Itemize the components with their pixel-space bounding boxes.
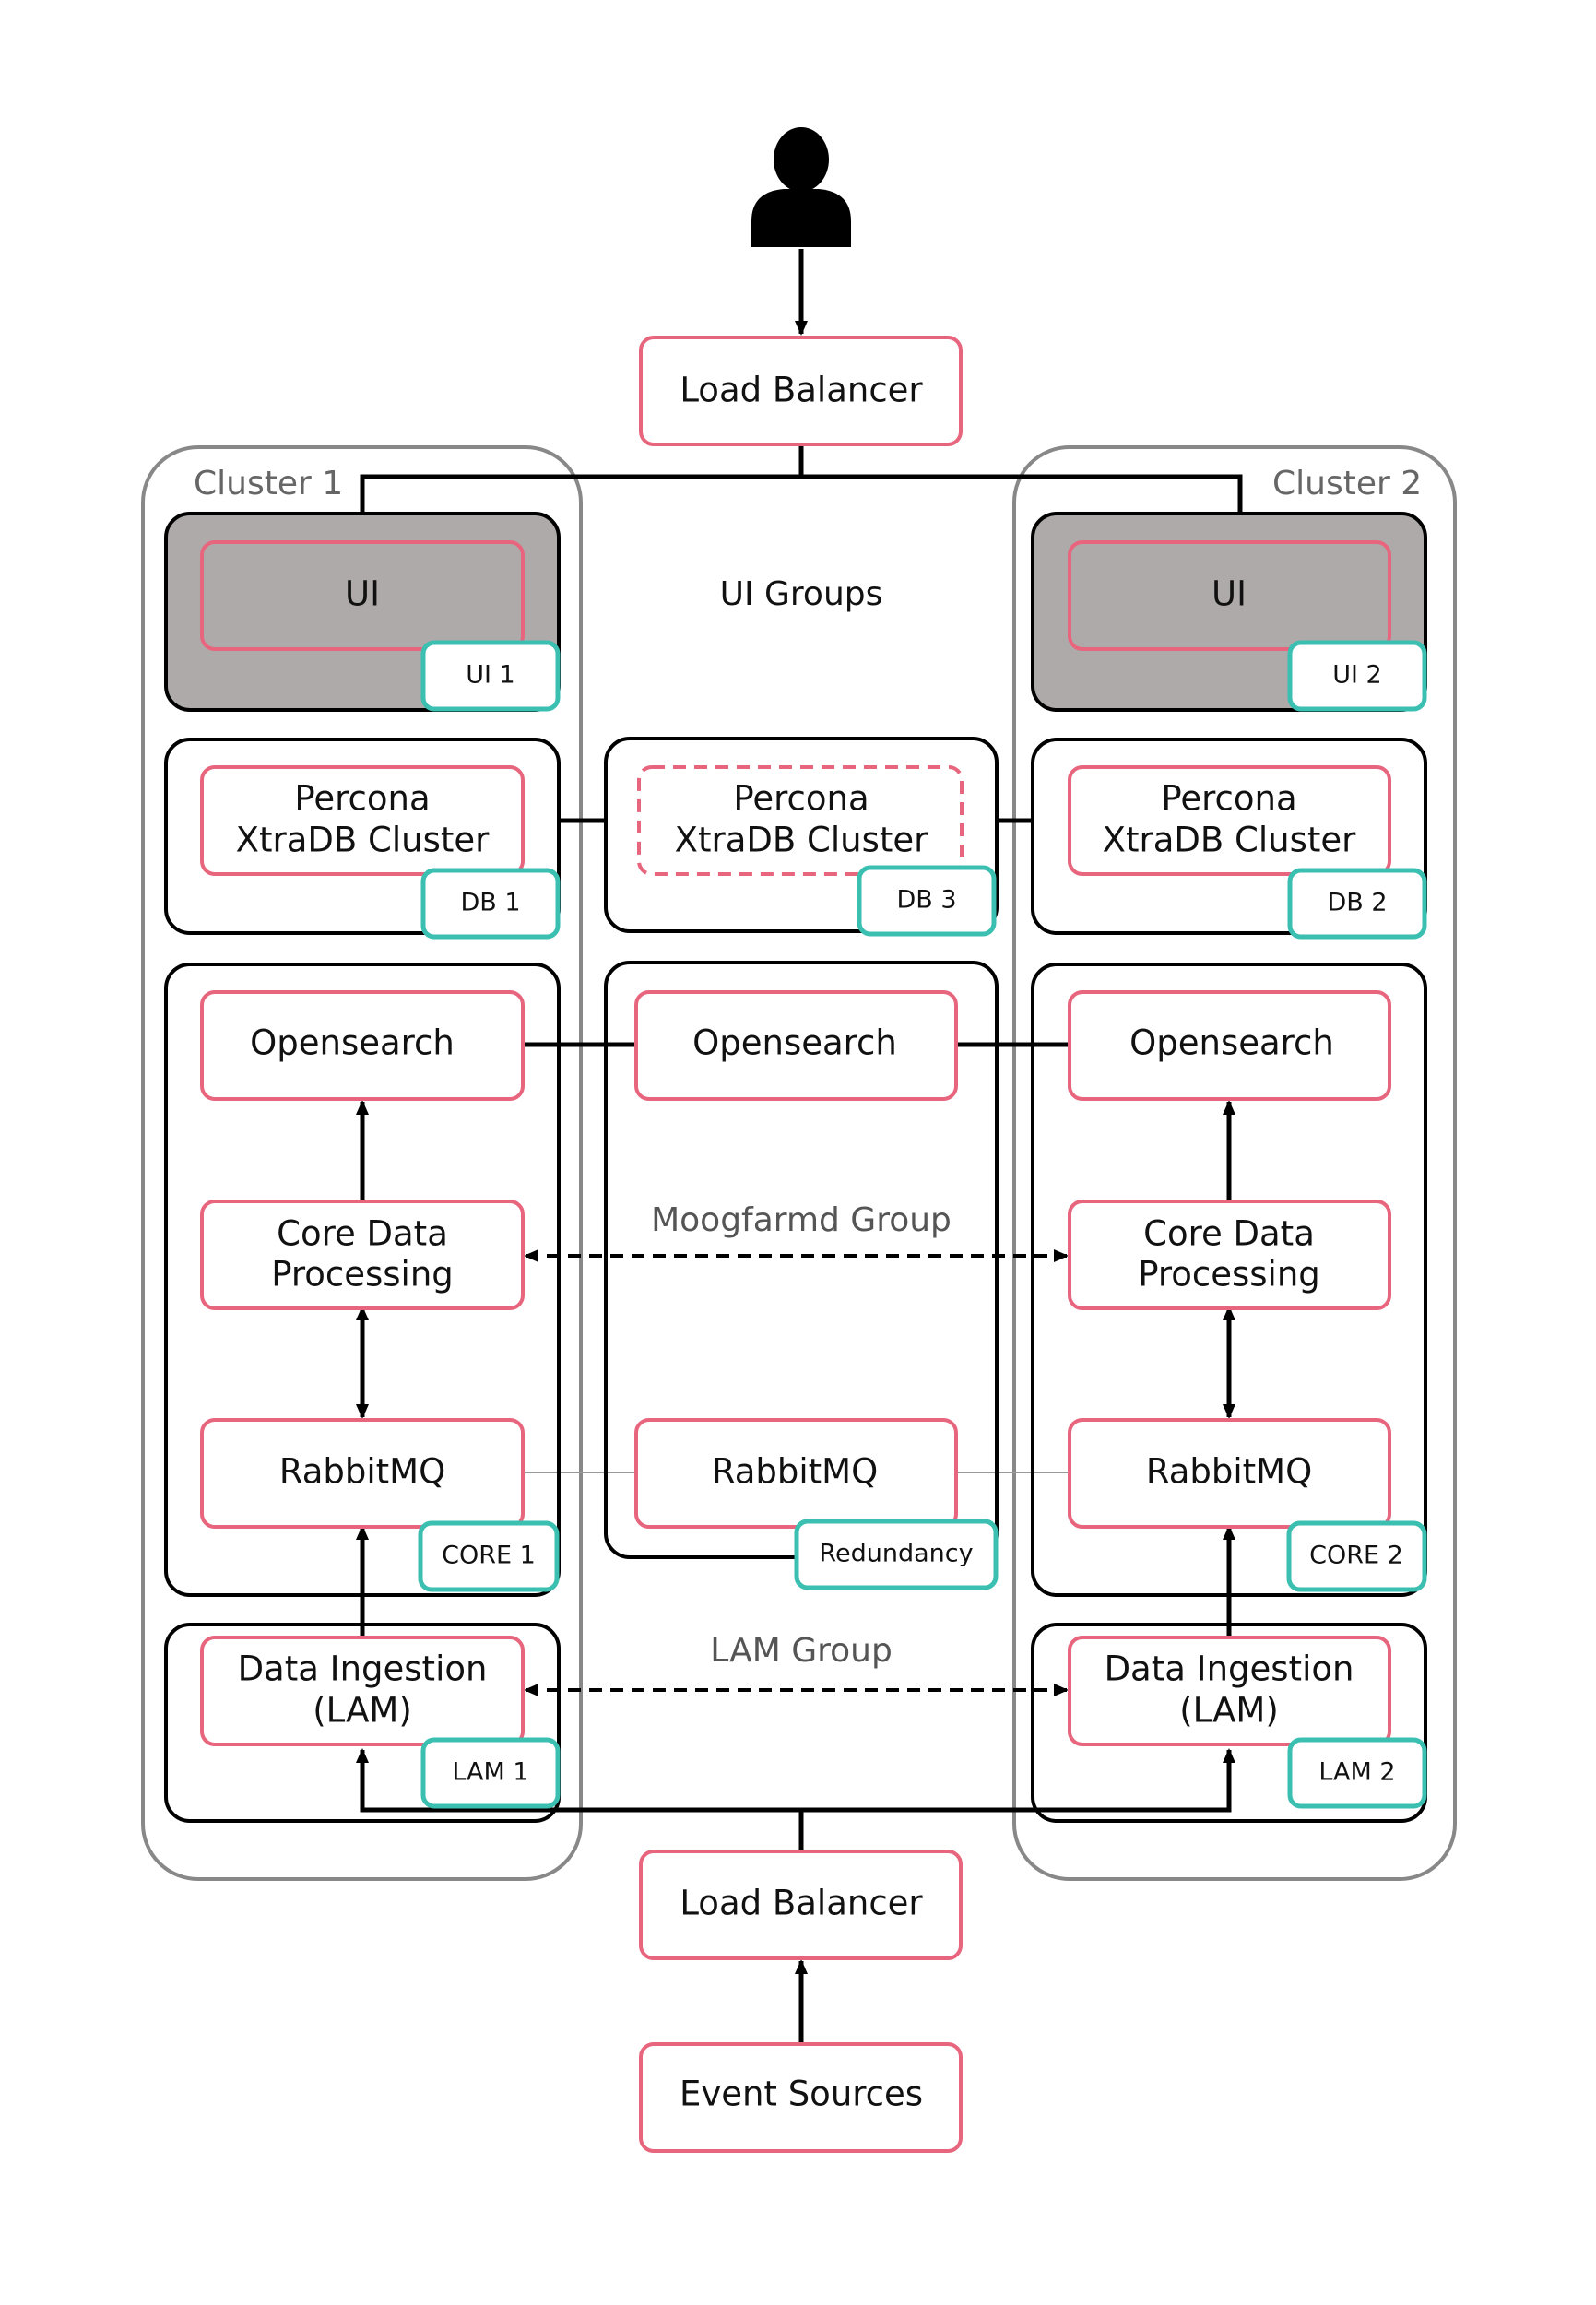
- db3-line2: XtraDB Cluster: [675, 821, 928, 860]
- tag-core-1: CORE 1: [418, 1520, 560, 1592]
- opensearch-2: [1068, 990, 1391, 1101]
- event-sources-label: Event Sources: [680, 2074, 923, 2114]
- tag-ui-2: UI 2: [1287, 640, 1427, 712]
- core1-line2: Processing: [271, 1255, 454, 1294]
- rabbitmq-1: [200, 1418, 525, 1529]
- tag-core-2-label: CORE 2: [1309, 1542, 1403, 1570]
- opensearch-2-label: Opensearch: [1129, 1023, 1334, 1063]
- opensearch-1-label: Opensearch: [250, 1023, 455, 1063]
- lam2-line1: Data Ingestion: [1105, 1649, 1354, 1689]
- tag-lam-2-label: LAM 2: [1318, 1758, 1395, 1787]
- rabbitmq-1-label: RabbitMQ: [279, 1452, 445, 1492]
- cluster-2-outline: [1012, 445, 1457, 1881]
- rabbitmq-2: [1068, 1418, 1391, 1529]
- top-load-balancer-label: Load Balancer: [680, 371, 923, 410]
- opensearch-3-label: Opensearch: [692, 1023, 897, 1063]
- tag-lam-1: LAM 1: [420, 1737, 561, 1809]
- tag-ui-1: UI 1: [420, 640, 561, 712]
- lb-to-lam1-connector: [356, 1748, 801, 1813]
- core-group-2: [1031, 963, 1427, 1597]
- tag-db-2-label: DB 2: [1327, 889, 1387, 917]
- tag-db-3-label: DB 3: [896, 886, 956, 915]
- ui-1-label: UI: [345, 574, 380, 614]
- bottom-load-balancer-label: Load Balancer: [680, 1884, 923, 1923]
- tag-ui-1-label: UI 1: [466, 661, 515, 690]
- db2-line2: XtraDB Cluster: [1103, 821, 1356, 860]
- core-processing-1: [200, 1200, 525, 1310]
- lb-to-ui-connector: [360, 474, 1243, 514]
- tag-db-3: DB 3: [857, 865, 997, 937]
- tag-core-2: CORE 2: [1286, 1520, 1427, 1592]
- core2-line2: Processing: [1138, 1255, 1320, 1294]
- db1-line1: Percona: [294, 779, 430, 819]
- tag-redundancy-label: Redundancy: [819, 1540, 973, 1568]
- rabbitmq-2-label: RabbitMQ: [1146, 1452, 1312, 1492]
- lam1-line1: Data Ingestion: [238, 1649, 488, 1689]
- lam-group-1: [164, 1623, 561, 1823]
- rabbitmq-3-label: RabbitMQ: [712, 1452, 878, 1492]
- db2-line1: Percona: [1161, 779, 1296, 819]
- tag-db-2: DB 2: [1287, 868, 1427, 940]
- moogfarmd-group-label: Moogfarmd Group: [651, 1201, 952, 1239]
- db-group-2: Percona XtraDB Cluster: [1031, 738, 1427, 935]
- core-processing-2: [1068, 1200, 1391, 1310]
- lam1-line2: (LAM): [313, 1691, 412, 1731]
- core-group-1: [164, 963, 561, 1597]
- opensearch-1: [200, 990, 525, 1101]
- db1-line2: XtraDB Cluster: [236, 821, 490, 860]
- bottom-load-balancer: Load Balancer: [639, 1850, 963, 1960]
- lb-to-lam2-connector: [801, 1748, 1235, 1813]
- ui-groups-label: UI Groups: [720, 575, 883, 613]
- tag-lam-2: LAM 2: [1287, 1737, 1427, 1809]
- cluster-2-title: Cluster 2: [1272, 465, 1422, 502]
- ui-2-label: UI: [1212, 574, 1247, 614]
- tag-core-1-label: CORE 1: [442, 1542, 536, 1570]
- cluster-1-title: Cluster 1: [194, 465, 343, 502]
- data-ingestion-2: [1068, 1636, 1391, 1746]
- person-icon: [751, 127, 851, 247]
- lam-group-2: [1031, 1623, 1427, 1823]
- lam2-line2: (LAM): [1179, 1691, 1279, 1731]
- tag-db-1: DB 1: [420, 868, 561, 940]
- tag-db-1-label: DB 1: [460, 889, 520, 917]
- opensearch-3: [634, 990, 958, 1101]
- tag-redundancy: Redundancy: [794, 1519, 999, 1590]
- tag-ui-2-label: UI 2: [1332, 661, 1382, 690]
- tag-lam-1-label: LAM 1: [452, 1758, 528, 1787]
- db3-line1: Percona: [733, 779, 869, 819]
- core2-line1: Core Data: [1143, 1214, 1315, 1254]
- cluster-1-outline: [141, 445, 583, 1881]
- core1-line1: Core Data: [277, 1214, 448, 1254]
- event-sources: Event Sources: [639, 2042, 963, 2153]
- top-load-balancer: Load Balancer: [639, 336, 963, 446]
- lam-group-label: LAM Group: [710, 1632, 893, 1670]
- data-ingestion-1: [200, 1636, 525, 1746]
